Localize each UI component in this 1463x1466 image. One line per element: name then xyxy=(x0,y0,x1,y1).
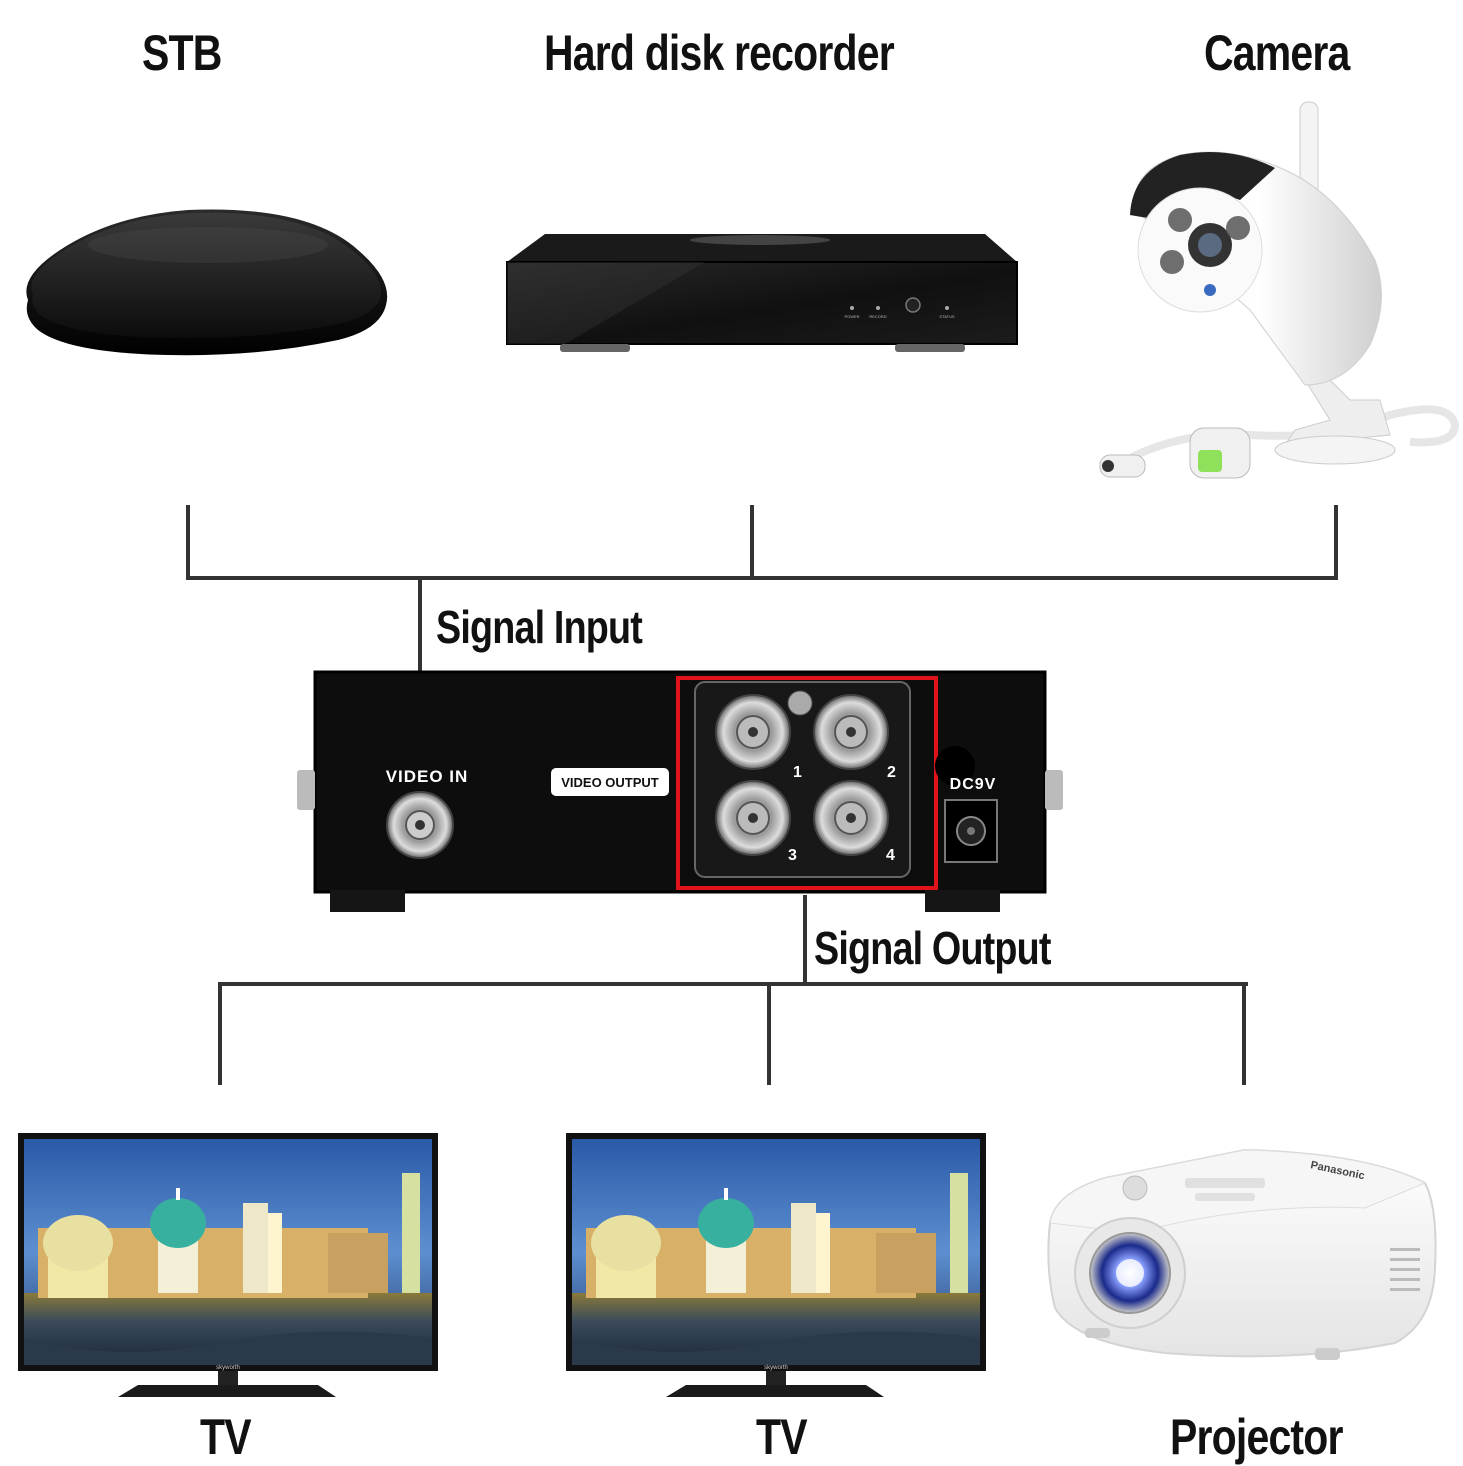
input-bus-line xyxy=(186,576,1338,580)
camera-label: Camera xyxy=(1204,25,1350,81)
video-output-label: VIDEO OUTPUT xyxy=(561,775,659,790)
output-port-1 xyxy=(715,694,791,770)
output-port-2 xyxy=(813,694,889,770)
output-highlight-frame xyxy=(676,676,938,890)
output-drop-line xyxy=(803,895,807,985)
led-status-label: STATUS xyxy=(939,314,955,319)
projector-connector-line xyxy=(1242,982,1246,1085)
stb-label: STB xyxy=(142,25,222,81)
led-record-label: RECORD xyxy=(869,314,886,319)
recorder-label: Hard disk recorder xyxy=(544,25,895,81)
stb-device xyxy=(26,209,388,356)
video-splitter: VIDEO IN VIDEO OUTPUT 1 2 3 4 DC9V xyxy=(297,670,1063,912)
port-number-1: 1 xyxy=(793,764,802,781)
tv-2-device: skyworth xyxy=(566,1133,986,1397)
tv-2-label: TV xyxy=(756,1409,808,1465)
tv2-connector-line xyxy=(767,982,771,1085)
led-power-label: POWER xyxy=(844,314,859,319)
recorder-connector-line xyxy=(750,505,754,580)
camera-device xyxy=(1099,101,1460,479)
tv-1-brand: skyworth xyxy=(216,1365,240,1371)
tv-1-device: skyworth xyxy=(18,1133,438,1397)
recorder-device: POWER RECORD STATUS xyxy=(506,234,1018,352)
signal-input-label: Signal Input xyxy=(436,601,643,653)
signal-output-label: Signal Output xyxy=(814,922,1051,974)
output-port-3 xyxy=(715,780,791,856)
tv-2-brand: skyworth xyxy=(764,1365,788,1371)
dc-power-label: DC9V xyxy=(950,776,997,793)
tv1-connector-line xyxy=(218,982,222,1085)
tv-1-label: TV xyxy=(200,1409,252,1465)
port-number-3: 3 xyxy=(788,847,797,864)
port-number-2: 2 xyxy=(887,764,896,781)
video-in-label: VIDEO IN xyxy=(386,767,469,786)
camera-connector-line xyxy=(1334,505,1338,580)
output-bus-line xyxy=(218,982,1248,986)
projector-label: Projector xyxy=(1170,1409,1343,1465)
stb-connector-line xyxy=(186,505,190,580)
output-port-4 xyxy=(813,780,889,856)
port-number-4: 4 xyxy=(886,847,895,864)
projector-device: Panasonic xyxy=(1047,1148,1437,1360)
